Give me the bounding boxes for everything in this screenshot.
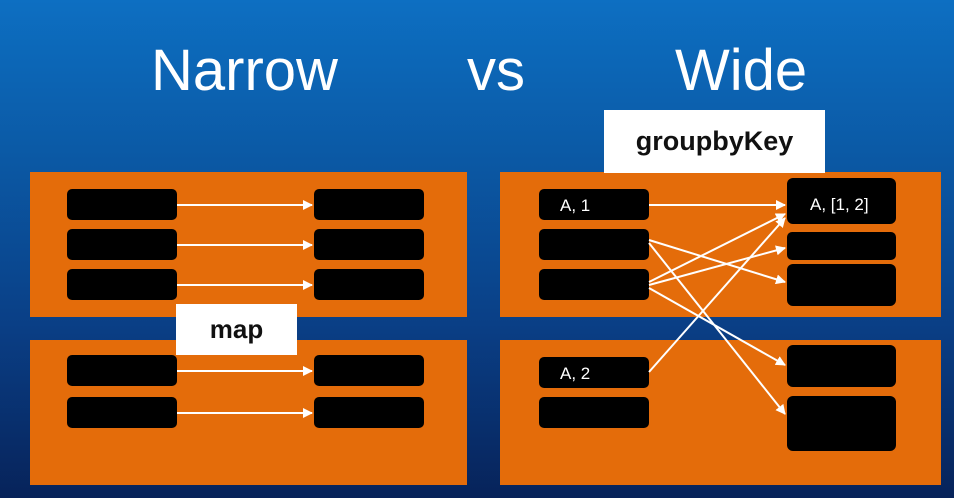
wide-source-record (539, 229, 649, 260)
wide-arrow (648, 213, 786, 283)
narrow-source-record (67, 269, 177, 300)
wide-target-record-grouped-text: A, [1, 2] (810, 195, 869, 214)
wide-target-record (787, 232, 896, 260)
wide-target-record (787, 264, 896, 306)
wide-target-record (787, 396, 896, 451)
wide-target-record (787, 345, 896, 387)
wide-source-record-a1 (539, 189, 649, 220)
title-vs: vs (467, 38, 525, 103)
wide-arrow (648, 245, 786, 286)
narrow-target-record (314, 269, 424, 300)
wide-arrow (648, 217, 786, 373)
wide-source-record-a2 (539, 357, 649, 388)
map-operation-label: map (176, 304, 297, 355)
wide-arrow (648, 287, 786, 366)
wide-source-record-a2-text: A, 2 (560, 364, 590, 383)
narrow-target-record (314, 397, 424, 428)
narrow-source-record (67, 355, 177, 386)
narrow-source-record (67, 189, 177, 220)
title-wide: Wide (675, 38, 808, 103)
groupbykey-operation-label: groupbyKey (604, 110, 825, 173)
narrow-target-record (314, 355, 424, 386)
wide-source-record (539, 269, 649, 300)
wide-target-record-grouped (787, 178, 896, 224)
narrow-source-record (67, 397, 177, 428)
title-narrow: Narrow (151, 38, 338, 103)
narrow-source-record (67, 229, 177, 260)
narrow-target-record (314, 229, 424, 260)
wide-source-record-a1-text: A, 1 (560, 196, 590, 215)
wide-source-record (539, 397, 649, 428)
narrow-target-record (314, 189, 424, 220)
wide-arrow (648, 239, 786, 285)
